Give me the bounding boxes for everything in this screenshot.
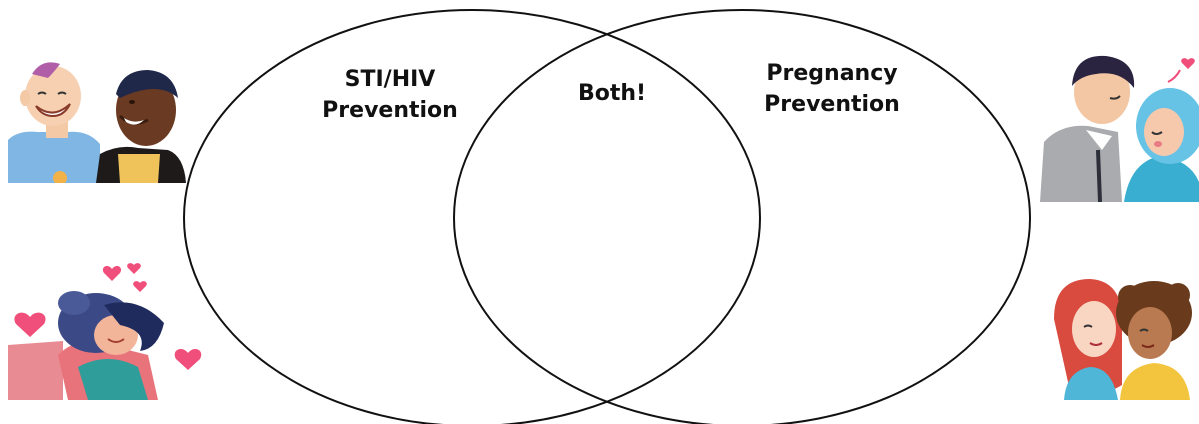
left-label-line2: Prevention [300,95,480,126]
left-label-line1: STI/HIV [300,64,480,95]
overlap-label-text: Both! [552,78,672,109]
right-label-line1: Pregnancy [732,58,932,89]
couple-two-women-illustration [1050,275,1199,400]
couple-hugging-hearts-illustration [8,255,208,400]
overlap-label: Both! [552,78,672,109]
right-label-line2: Prevention [732,89,932,120]
right-circle-label: Pregnancy Prevention [732,58,932,120]
left-circle-label: STI/HIV Prevention [300,64,480,126]
couple-man-woman-hijab-illustration [1040,52,1199,202]
couple-two-men-illustration [8,58,188,183]
